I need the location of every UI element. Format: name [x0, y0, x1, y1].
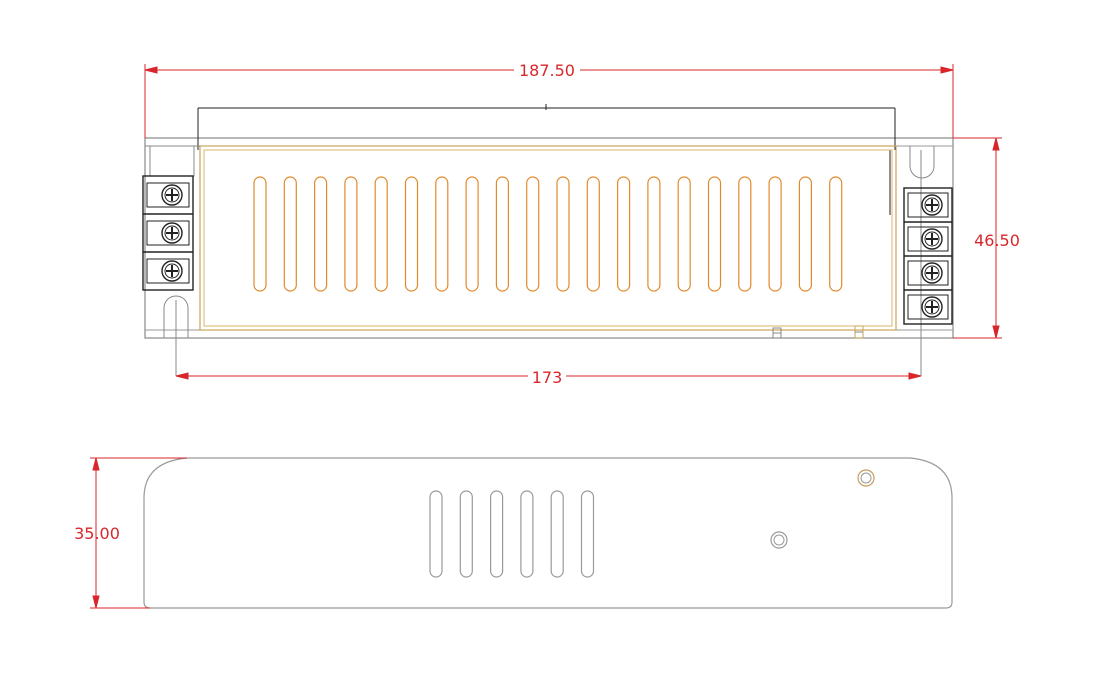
side-view: [143, 457, 953, 609]
side-vent-slots: [429, 490, 595, 578]
vent-slot: [526, 176, 540, 292]
vent-slot: [738, 176, 752, 292]
terminal-screw: [904, 221, 952, 252]
vent-slot: [586, 176, 600, 292]
vent-slot: [677, 176, 691, 292]
vent-slot: [435, 176, 449, 292]
terminal-screw: [907, 192, 949, 218]
housing-outline: [144, 137, 954, 339]
vent-slot: [374, 176, 388, 292]
mount-label-bg: [528, 366, 566, 386]
top-vent-slots: [253, 176, 843, 292]
vent-slot: [829, 176, 843, 292]
length-label-bg: [514, 60, 580, 80]
side-vent-slot: [550, 490, 564, 578]
output-terminal-block: [903, 187, 953, 325]
bottom-trim-marks: [772, 325, 864, 339]
left-mounting-bracket: [145, 145, 200, 376]
vent-slot: [344, 176, 358, 292]
side-housing-outline: [143, 457, 953, 609]
indicator-led: [857, 469, 875, 487]
vent-slot: [647, 176, 661, 292]
vent-slot: [253, 176, 267, 292]
vent-slot: [768, 176, 782, 292]
right-mount-slot: [909, 146, 935, 179]
input-terminal-block: [142, 175, 194, 291]
top-view: [142, 104, 954, 376]
left-mount-slot: [163, 295, 189, 338]
side-vent-slot: [580, 490, 595, 578]
terminal-block-outline: [142, 175, 194, 291]
voltage-adjust-hole: [770, 531, 788, 549]
vent-slot: [798, 176, 813, 292]
side-vent-slot: [520, 490, 534, 578]
length-dimension-label: 187.50: [519, 61, 575, 80]
terminal-screw: [146, 182, 190, 208]
height-dimension-label: 35.00: [74, 524, 120, 543]
vent-slot: [283, 176, 297, 292]
side-vent-slot: [429, 490, 443, 578]
terminal-screw: [143, 251, 193, 284]
vent-slot: [404, 176, 419, 292]
vent-slot: [495, 176, 509, 292]
label-plate-outer: [199, 145, 897, 331]
mounting-dimension-label: 173: [532, 368, 563, 387]
vent-slot: [314, 176, 328, 292]
vent-slot: [707, 176, 722, 292]
label-plate-inner: [203, 149, 893, 327]
side-vent-slot: [490, 490, 504, 578]
width-dimension-label: 46.50: [974, 231, 1020, 250]
side-vent-slot: [459, 490, 473, 578]
terminal-screw: [904, 289, 952, 320]
vent-slot: [616, 176, 631, 292]
terminal-screw: [904, 255, 952, 286]
vent-slot: [556, 176, 570, 292]
vent-slot: [465, 176, 479, 292]
terminal-screw: [143, 213, 193, 246]
